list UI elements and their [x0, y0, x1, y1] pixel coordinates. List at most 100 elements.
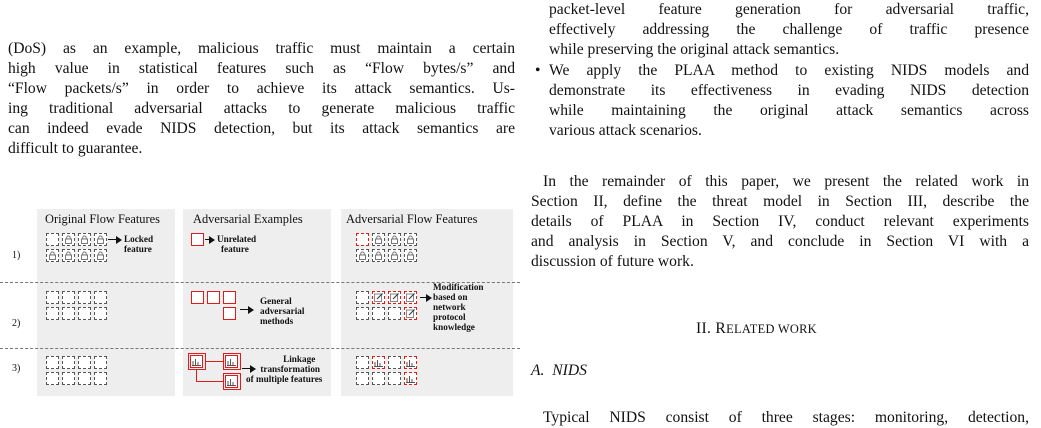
chart-icon — [404, 356, 417, 369]
lock-icon — [356, 249, 369, 262]
feature-box — [78, 291, 91, 304]
feature-box — [46, 372, 59, 385]
row-label: 3) — [12, 363, 21, 374]
lock-icon — [94, 249, 107, 262]
feature-box — [388, 307, 401, 320]
lock-icon — [78, 249, 91, 262]
feature-box — [78, 372, 91, 385]
annotation-line: methods — [260, 316, 294, 326]
edit-icon — [404, 307, 417, 320]
annotation-general: General adversarial methods — [256, 296, 304, 326]
feature-box — [356, 307, 369, 320]
paragraph-line: ing traditional adversarial attacks to g… — [8, 100, 515, 117]
annotation-line: Locked — [124, 234, 154, 244]
paragraph-line: and analysis in Section V, and conclude … — [531, 233, 1029, 250]
row-label: 2) — [12, 318, 21, 329]
annotation-line: Unrelated — [217, 234, 257, 244]
paragraph-line: difficult to guarantee. — [8, 140, 143, 157]
feature-box — [223, 291, 236, 304]
lock-icon — [94, 233, 107, 246]
feature-box — [62, 291, 75, 304]
feature-box — [94, 307, 107, 320]
paragraph-line: high value in statistical features such … — [8, 60, 515, 77]
list-line: while maintaining the original attack se… — [549, 102, 1029, 120]
lock-icon — [388, 249, 401, 262]
feature-box — [46, 356, 59, 369]
annotation-line: Modification — [433, 282, 484, 292]
section-title-initial: R — [715, 320, 727, 337]
annotation-linkage: Linkage transformation of multiple featu… — [246, 354, 322, 384]
feature-box — [372, 307, 385, 320]
paragraph-line: (DoS) as an example, malicious traffic m… — [8, 40, 515, 57]
chart-icon — [225, 355, 238, 368]
panel-title: Original Flow Features — [45, 212, 160, 226]
feature-box — [78, 356, 91, 369]
annotation-line: Linkage — [283, 354, 316, 364]
list-item: packet-level feature generation for adve… — [531, 0, 1029, 61]
annotation-line: based on — [433, 292, 468, 302]
paragraph-line: details of PLAA in Section IV, conduct r… — [531, 213, 1029, 230]
panel-title: Adversarial Flow Features — [346, 212, 478, 226]
row-label: 1) — [12, 250, 21, 261]
annotation-line: feature — [124, 244, 152, 254]
list-line: while preserving the original attack sem… — [549, 41, 840, 59]
annotation-modification: Modification based on network protocol k… — [433, 282, 484, 332]
annotation-line: of multiple features — [246, 374, 323, 384]
paragraph-line: Section II, define the threat model in S… — [531, 193, 1029, 210]
list-line: demonstrate its effectiveness in evading… — [549, 81, 1029, 99]
lock-icon — [404, 249, 417, 262]
feature-box — [94, 356, 107, 369]
paragraph-line-cut: Typical NIDS consist of three stages: mo… — [543, 409, 1029, 426]
annotation-locked: Locked feature — [124, 234, 153, 254]
list-item: • We apply the PLAA method to existing N… — [531, 61, 1029, 142]
annotation-line: transformation — [260, 364, 321, 374]
annotation-line: feature — [221, 244, 249, 254]
lock-icon — [388, 233, 401, 246]
paragraph-line: “Flow packets/s” in order to achieve its… — [8, 80, 515, 97]
arrow-icon — [242, 364, 256, 373]
feature-box — [388, 372, 401, 385]
annotation-unrelated: Unrelated feature — [217, 234, 256, 254]
annotation-line: knowledge — [433, 322, 475, 332]
lock-icon — [62, 233, 75, 246]
arrow-icon — [420, 293, 432, 302]
feature-box — [46, 307, 59, 320]
linkage-connector — [206, 361, 223, 363]
feature-box — [356, 356, 369, 369]
row-separator — [0, 282, 520, 283]
panel-title: Adversarial Examples — [193, 212, 303, 226]
panel-adversarial-flow — [341, 209, 513, 396]
bullet-glyph: • — [535, 61, 541, 79]
edit-icon — [388, 291, 401, 304]
annotation-line: adversarial — [260, 306, 305, 316]
feature-box — [94, 372, 107, 385]
linkage-connector — [196, 370, 198, 382]
row-separator — [0, 348, 520, 349]
figure-feature-comparison: Original Flow Features Adversarial Examp… — [0, 203, 520, 403]
feature-box — [94, 291, 107, 304]
feature-box — [372, 372, 385, 385]
list-line: effectively addressing the challenge of … — [549, 21, 1029, 39]
list-line: We apply the PLAA method to existing NID… — [549, 61, 1029, 79]
paragraph-line: discussion of future work. — [531, 253, 694, 270]
feature-box — [78, 307, 91, 320]
annotation-line: protocol — [433, 312, 466, 322]
chart-icon — [372, 356, 385, 369]
chart-icon — [404, 372, 417, 385]
chart-icon — [190, 355, 203, 368]
feature-box — [62, 356, 75, 369]
feature-box — [191, 233, 204, 246]
chart-icon — [225, 375, 238, 388]
edit-icon — [372, 291, 385, 304]
lock-icon — [78, 233, 91, 246]
linkage-box — [223, 353, 241, 370]
section-title-rest: ELATED WORK — [726, 322, 817, 336]
feature-box — [207, 291, 220, 304]
arrow-icon — [240, 305, 254, 314]
annotation-line: General — [260, 296, 292, 306]
lock-icon — [62, 249, 75, 262]
paragraph-line: In the remainder of this paper, we prese… — [543, 173, 1029, 190]
list-line: various attack scenarios. — [549, 122, 702, 140]
lock-icon — [372, 249, 385, 262]
lock-icon — [46, 249, 59, 262]
